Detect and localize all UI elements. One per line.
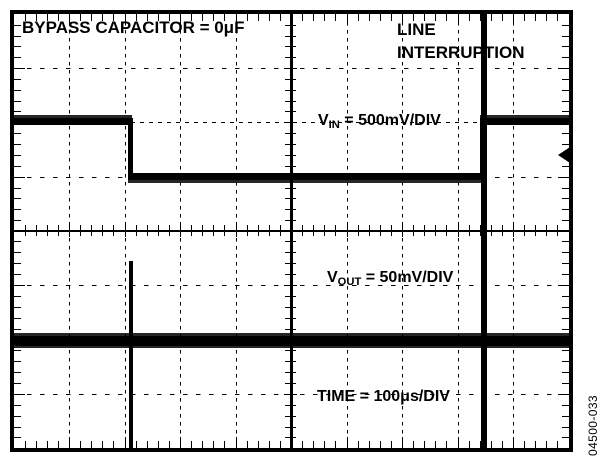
annotation-line-interruption-line1: LINE	[397, 20, 436, 39]
vin-trace-low	[128, 173, 483, 180]
edge-ticks-top	[14, 14, 569, 25]
vin-trace-high-left	[14, 118, 132, 125]
vin-scale-value: = 500mV/DIV	[339, 112, 441, 129]
vin-noise-low	[128, 180, 483, 183]
vout-glitch-spike-left	[129, 261, 133, 448]
vin-noise-high-left	[14, 115, 132, 118]
edge-ticks-bottom	[14, 437, 569, 448]
annotation-line-interruption-line2: INTERRUPTION	[397, 43, 525, 62]
vin-trace-high-right	[480, 118, 569, 125]
center-axis-ticks-horizontal	[14, 224, 569, 237]
vout-scale-value: = 50mV/DIV	[361, 269, 454, 286]
page-title-bypass-capacitor: BYPASS CAPACITOR = 0μF	[22, 18, 245, 37]
edge-ticks-left	[14, 14, 25, 448]
vout-noise-lower	[14, 345, 569, 348]
vout-subscript: OUT	[337, 275, 362, 288]
vin-scale-label: VIN = 500mV/DIV	[318, 112, 441, 131]
vout-glitch-spike-right	[481, 14, 485, 448]
edge-ticks-right	[558, 14, 569, 448]
graticule-plot-area	[14, 14, 569, 448]
vout-symbol: V	[327, 269, 338, 286]
vout-scale-label: VOUT = 50mV/DIV	[327, 269, 453, 288]
vout-noise-upper	[14, 333, 569, 336]
vout-trace-baseline	[14, 336, 569, 346]
vin-symbol: V	[318, 112, 329, 129]
center-axis-ticks-vertical	[284, 14, 297, 448]
horizontal-center-axis	[14, 230, 569, 232]
vin-noise-high-right	[480, 115, 569, 118]
trigger-level-marker-icon	[558, 147, 570, 163]
time-base-label: TIME = 100μs/DIV	[317, 388, 450, 405]
vin-falling-edge	[128, 118, 133, 180]
figure-id-label: 04500-033	[586, 395, 600, 456]
annotation-line-interruption: LINE INTERRUPTION	[397, 18, 525, 64]
vin-subscript: IN	[328, 118, 340, 131]
